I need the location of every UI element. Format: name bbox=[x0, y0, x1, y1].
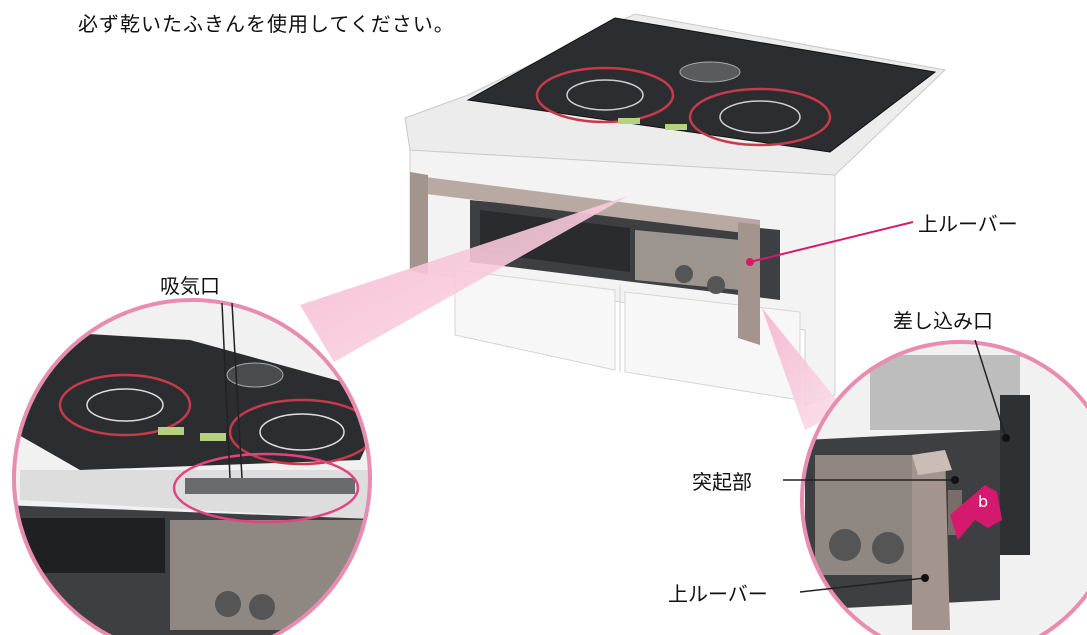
magnified-grill-window bbox=[20, 518, 165, 573]
magnified-vent-slots bbox=[185, 478, 355, 494]
arrow-b bbox=[950, 485, 1002, 540]
upper-louver-bottom-leader bbox=[799, 577, 926, 593]
zoom-cone-right bbox=[762, 308, 845, 430]
magnified-circle-right-border bbox=[800, 340, 1087, 635]
burner-center bbox=[679, 61, 741, 83]
magnified-burner-right bbox=[228, 398, 370, 466]
label-air-intake: 吸気口 bbox=[160, 274, 220, 298]
magnified-view-right bbox=[802, 342, 1087, 635]
cooktop-key-left bbox=[618, 118, 640, 124]
air-intake-highlight bbox=[172, 452, 360, 524]
label-insertion-slot: 差し込み口 bbox=[893, 309, 993, 333]
magnified-circle-left-border bbox=[12, 298, 372, 635]
magnified-slot-frame bbox=[1000, 395, 1030, 555]
magnified-louver-post bbox=[912, 450, 950, 630]
magnified-key-left bbox=[158, 427, 184, 435]
control-knob-right bbox=[707, 276, 725, 294]
burner-left bbox=[535, 66, 675, 124]
magnified-right-knob-left bbox=[829, 529, 861, 561]
label-protrusion: 突起部 bbox=[692, 470, 752, 494]
louver-right-post bbox=[738, 222, 760, 345]
burner-left-inner bbox=[566, 79, 644, 111]
burner-right-inner bbox=[719, 100, 801, 134]
control-knob-left bbox=[675, 265, 693, 283]
magnified-burner-right-inner bbox=[259, 413, 345, 451]
arrow-b-label: b bbox=[978, 492, 988, 511]
label-upper-louver-bottom: 上ルーバー bbox=[668, 582, 768, 606]
magnified-key-right bbox=[200, 433, 226, 441]
magnified-burner-left-inner bbox=[86, 388, 164, 422]
label-upper-louver-top: 上ルーバー bbox=[918, 212, 1018, 236]
upper-louver-top-leader bbox=[749, 221, 914, 263]
magnified-right-vent bbox=[870, 355, 1020, 430]
magnified-cooktop bbox=[14, 330, 370, 470]
main-appliance bbox=[404, 13, 947, 406]
magnified-right-panel bbox=[815, 455, 925, 575]
protrusion-dot bbox=[951, 476, 959, 484]
magnified-knob-left bbox=[215, 591, 241, 617]
magnified-burner-left bbox=[58, 373, 192, 437]
burner-right bbox=[688, 87, 832, 147]
cabinet-panel-left bbox=[454, 269, 616, 371]
air-intake-leader bbox=[221, 302, 231, 479]
upper-louver-bottom-dot bbox=[921, 574, 929, 582]
magnified-louver-cap bbox=[912, 450, 952, 475]
magnified-control-panel bbox=[170, 520, 370, 630]
louver-left-post bbox=[410, 172, 428, 275]
upper-louver-top-dot bbox=[746, 258, 754, 266]
cooktop-key-right bbox=[665, 124, 687, 130]
insertion-slot-leader bbox=[974, 339, 1007, 439]
louver-bar bbox=[410, 175, 760, 235]
magnified-knob-right bbox=[249, 594, 275, 620]
cooktop-glass bbox=[466, 17, 937, 153]
insertion-slot-dot bbox=[1002, 434, 1010, 442]
zoom-cone-left bbox=[300, 196, 628, 362]
air-intake-leader-2 bbox=[231, 302, 243, 479]
magnified-burner-center bbox=[226, 362, 284, 388]
magnified-right-knob-right bbox=[872, 532, 904, 564]
instruction-text: 必ず乾いたふきんを使用してください。 bbox=[78, 12, 455, 36]
control-panel bbox=[635, 230, 740, 290]
